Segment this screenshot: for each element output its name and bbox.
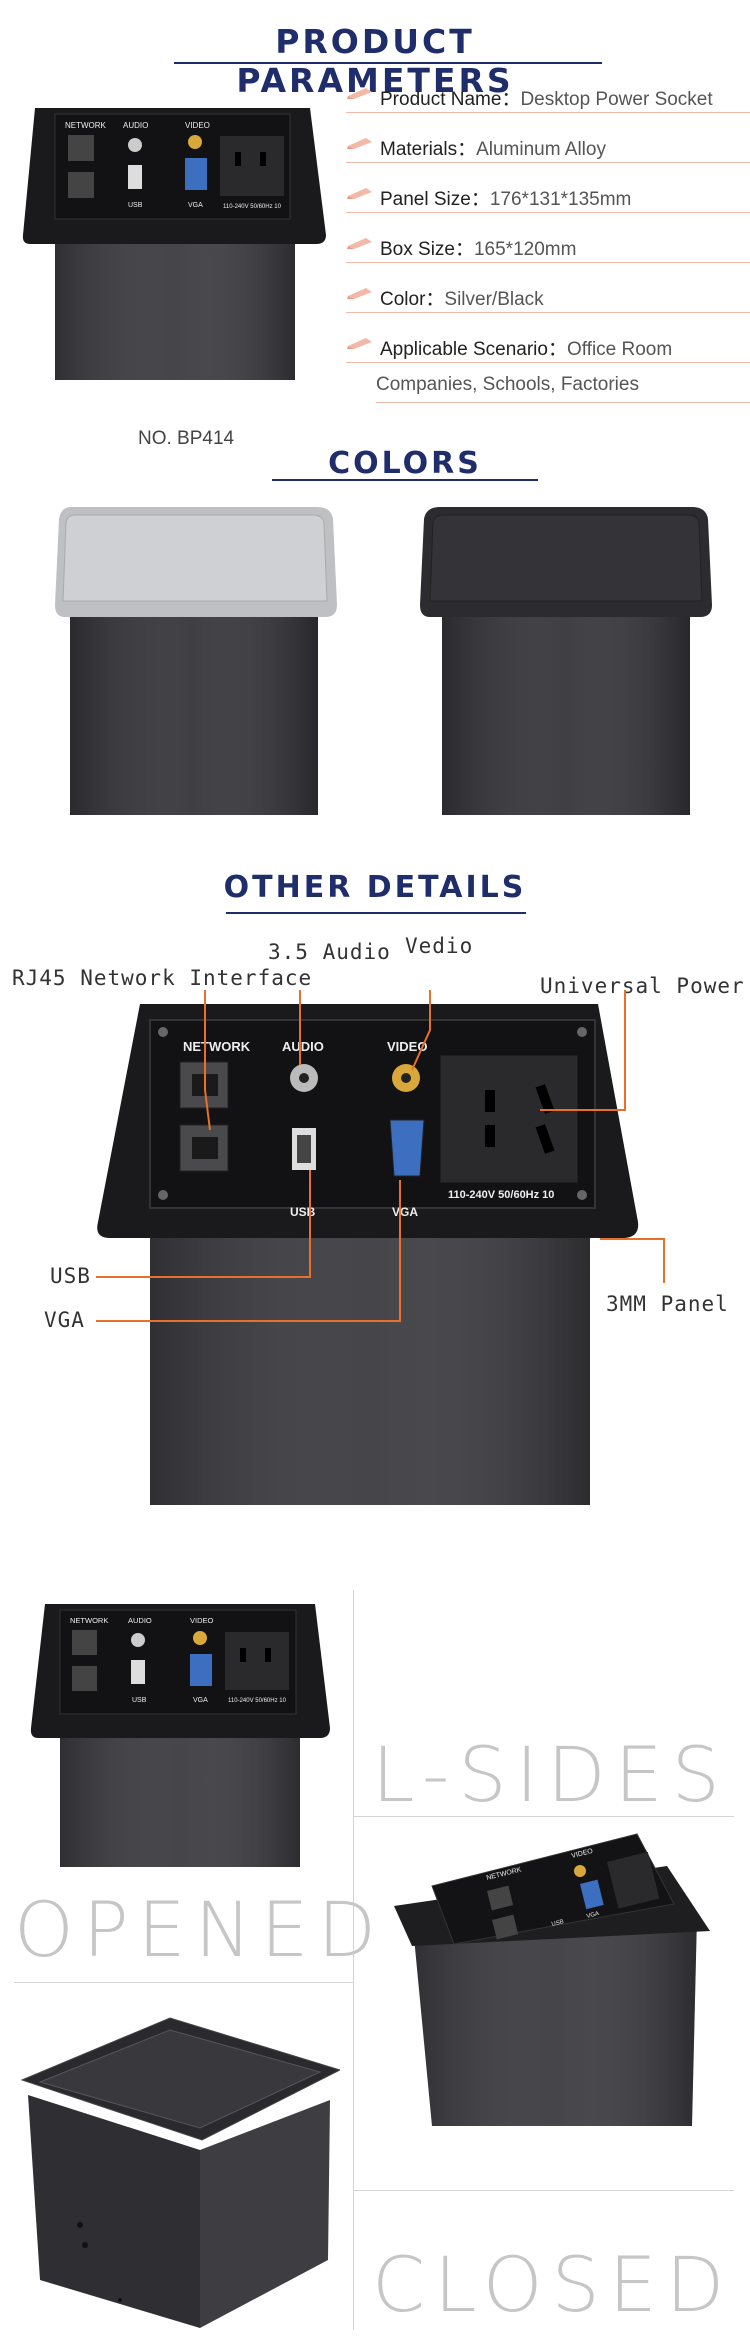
param-label: Applicable Scenario： [380, 339, 567, 360]
param-value: Desktop Power Socket [520, 89, 713, 110]
closed-product-image [20, 2017, 340, 2328]
lsides-audio-label: AUDIO [128, 1616, 152, 1625]
heading-colors: COLORS [328, 446, 482, 481]
param-value: Aluminum Alloy [476, 139, 606, 160]
silver-variant-image [55, 507, 337, 815]
divider-vertical [353, 1590, 354, 2330]
callout-audio: 3.5 Audio [268, 940, 391, 964]
param-row-name: Product Name：Desktop Power Socket [346, 78, 750, 113]
heading-parameters: PRODUCT PARAMETERS [236, 22, 514, 100]
pencil-icon [347, 188, 372, 199]
param-label: Panel Size： [380, 189, 490, 210]
label-lsides: L-SIDES [372, 1730, 729, 1819]
detail-audio-label: AUDIO [282, 1039, 324, 1054]
label-closed: CLOSED [372, 2240, 734, 2329]
divider-closed [354, 2190, 734, 2191]
model-number: NO. BP414 [138, 428, 235, 449]
divider-opened [14, 1982, 354, 1983]
detail-video-label: VIDEO [387, 1039, 427, 1054]
main-vga-label: VGA [188, 202, 203, 209]
pencil-icon [347, 238, 372, 249]
param-label: Color： [380, 289, 445, 310]
param-row-panel-size: Panel Size：176*131*135mm [346, 178, 750, 213]
detail-vga-label: VGA [392, 1205, 418, 1219]
main-usb-label: USB [128, 202, 143, 209]
param-row-scenario-cont: Companies, Schools, Factories [376, 368, 750, 403]
pencil-icon [347, 88, 372, 99]
main-voltage-label: 110-240V 50/60Hz 10 [223, 204, 282, 210]
param-value-cont: Companies, Schools, Factories [376, 374, 639, 395]
lsides-voltage-label: 110-240V 50/60Hz 10 [228, 1698, 287, 1704]
opened-usb-label: USB [551, 1919, 564, 1928]
param-value: 165*120mm [473, 239, 577, 260]
param-label: Materials： [380, 139, 477, 160]
lsides-video-label: VIDEO [190, 1616, 214, 1625]
param-row-color: Color：Silver/Black [346, 278, 750, 313]
detail-product-image: NETWORK AUDIO VIDEO 110-240V 50/60Hz 10 … [96, 990, 665, 1505]
param-row-materials: Materials：Aluminum Alloy [346, 128, 750, 163]
main-network-label: NETWORK [65, 121, 107, 130]
lsides-product-image: NETWORK AUDIO VIDEO USB VGA 110-240V 50/… [30, 1604, 330, 1867]
callout-power: Universal Power [540, 974, 745, 998]
lsides-network-label: NETWORK [70, 1616, 108, 1625]
heading-colors-rule [272, 479, 538, 481]
pencil-icon [347, 288, 372, 299]
param-label: Product Name： [380, 89, 521, 110]
param-value: Silver/Black [444, 289, 544, 310]
detail-voltage-label: 110-240V 50/60Hz 10 [448, 1189, 554, 1201]
param-row-scenario: Applicable Scenario：Office Room [346, 328, 750, 363]
heading-details-rule [226, 912, 526, 914]
param-label: Box Size： [380, 239, 474, 260]
detail-usb-label: USB [290, 1205, 316, 1219]
callout-vga: VGA [44, 1308, 85, 1332]
opened-product-image: NETWORK VIDEO USB VGA [394, 1833, 710, 2126]
pencil-icon [347, 138, 372, 149]
callout-rj45: RJ45 Network Interface [12, 966, 313, 990]
heading-parameters-rule [174, 62, 602, 64]
heading-details: OTHER DETAILS [223, 870, 527, 905]
product-image-main: NETWORK AUDIO VIDEO 110-240V 50/60Hz 10 … [22, 108, 327, 380]
callout-panel: 3MM Panel [606, 1292, 729, 1316]
callout-video: Vedio [405, 934, 474, 958]
main-audio-label: AUDIO [123, 121, 148, 130]
lsides-vga-label: VGA [193, 1697, 208, 1704]
opened-vga-label: VGA [586, 1911, 600, 1920]
detail-network-label: NETWORK [183, 1039, 251, 1054]
black-variant-image [420, 507, 712, 815]
param-value: 176*131*135mm [489, 189, 632, 210]
divider-lsides [354, 1816, 734, 1817]
pencil-icon [347, 338, 372, 349]
callout-usb: USB [50, 1264, 91, 1288]
param-row-box-size: Box Size：165*120mm [346, 228, 750, 263]
label-opened: OPENED [14, 1885, 386, 1974]
main-video-label: VIDEO [185, 121, 210, 130]
param-value: Office Room [566, 339, 673, 360]
lsides-usb-label: USB [132, 1697, 147, 1704]
